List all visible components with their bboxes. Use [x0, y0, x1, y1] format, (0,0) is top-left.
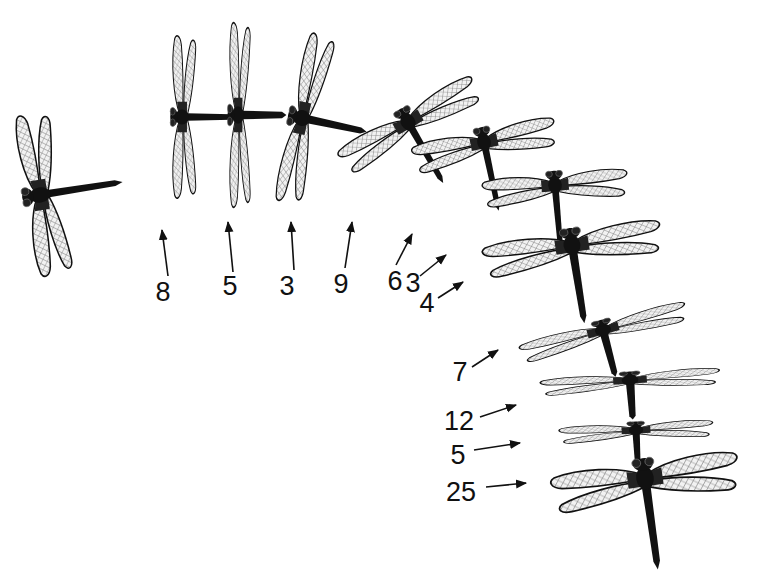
callout-number: 3	[279, 273, 294, 300]
callout-number: 6	[387, 268, 402, 295]
leader-arrow	[420, 255, 446, 276]
callout-number: 5	[450, 442, 465, 469]
leader-arrow	[162, 230, 168, 276]
leader-arrow	[438, 282, 463, 298]
callout-number: 3	[405, 270, 420, 297]
leader-arrow	[480, 405, 516, 417]
callout-number: 25	[446, 479, 476, 506]
leader-arrow	[486, 483, 526, 487]
callout-number: 8	[155, 279, 170, 306]
dragonfly-figure	[549, 445, 751, 581]
dragonfly-figure	[540, 365, 722, 426]
callout-number: 7	[452, 359, 467, 386]
callout-number: 9	[333, 271, 348, 298]
leader-arrow	[345, 222, 352, 268]
leader-arrow	[474, 443, 520, 450]
dragonfly-figure	[410, 112, 570, 226]
dragonfly-figure	[170, 36, 236, 198]
callout-number: 12	[444, 408, 474, 435]
leader-arrow	[291, 222, 294, 270]
leader-arrow	[472, 350, 498, 367]
callout-number: 5	[222, 273, 237, 300]
dragonfly-figure	[270, 32, 384, 216]
leader-arrow	[228, 222, 233, 272]
callout-number: 4	[419, 290, 434, 317]
dragonfly-figure	[9, 102, 135, 278]
leader-arrow	[396, 234, 412, 265]
